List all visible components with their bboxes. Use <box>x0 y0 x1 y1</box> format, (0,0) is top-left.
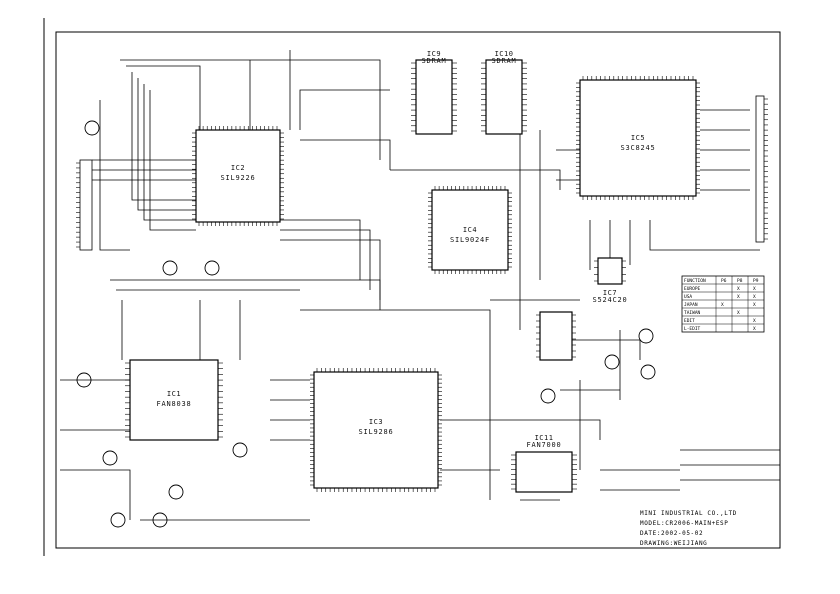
function-table-cell: EUROPE <box>684 286 701 292</box>
ic10-name: IC10 <box>495 50 514 58</box>
ic2-chip: IC2 SIL9226 <box>195 129 281 223</box>
ic4-chip: IC4 SIL9024F <box>431 189 509 271</box>
ic11-name: IC11 <box>535 434 554 442</box>
ic1-part: FAN8038 <box>156 400 191 408</box>
function-table-cell: USA <box>684 294 692 300</box>
function-table-cell: TAIWAN <box>684 310 701 316</box>
function-table-cell: X <box>753 294 756 300</box>
transistor-symbols <box>76 120 656 528</box>
right-edge-connector <box>755 95 765 243</box>
ic-connector-chip <box>539 311 573 361</box>
function-table-cell: L-EDIT <box>684 326 701 332</box>
ic9-part: SDRAM <box>421 57 446 65</box>
title-model: MODEL:CR2006-MAIN+ESP <box>640 520 728 527</box>
title-date: DATE:2002-05-02 <box>640 530 703 537</box>
ic3-part: SIL9286 <box>358 428 393 436</box>
ic1-chip: IC1 FAN8038 <box>129 359 219 441</box>
function-table-cell: X <box>737 286 740 292</box>
function-table-cell: X <box>753 302 756 308</box>
function-table-header-cell: P8 <box>737 278 743 284</box>
ic9-chip: IC9 SDRAM <box>415 50 453 135</box>
ic7-name: IC7 <box>603 289 617 297</box>
ic5-chip: IC5 S3C8245 <box>579 79 697 197</box>
ic11-part: FAN7000 <box>526 441 561 449</box>
ic3-chip: IC3 SIL9286 <box>313 371 439 489</box>
ic2-name: IC2 <box>231 164 245 172</box>
function-table-header-cell: P9 <box>753 278 759 284</box>
ic7-chip: IC7 S524C20 <box>592 257 627 304</box>
circuit-traces <box>60 50 780 521</box>
title-block: MINI INDUSTRIAL CO.,LTD MODEL:CR2006-MAI… <box>640 510 737 547</box>
function-table-cell: X <box>721 302 724 308</box>
function-table-header-cell: FUNCTION <box>684 278 706 284</box>
ic5-part: S3C8245 <box>620 144 655 152</box>
ic10-part: SDRAM <box>491 57 516 65</box>
ic3-name: IC3 <box>369 418 383 426</box>
ic2-part: SIL9226 <box>220 174 255 182</box>
ic4-part: SIL9024F <box>450 236 490 244</box>
function-table-cell: JAPAN <box>684 302 698 308</box>
ic10-chip: IC10 SDRAM <box>485 50 523 135</box>
function-table-cell: X <box>737 294 740 300</box>
ic7-part: S524C20 <box>592 296 627 304</box>
function-table-cell: X <box>753 326 756 332</box>
function-table-header-cell: P6 <box>721 278 727 284</box>
ic5-name: IC5 <box>631 134 645 142</box>
function-table-cell: X <box>753 318 756 324</box>
ic11-chip: IC11 FAN7000 <box>515 434 573 493</box>
function-table-cell: X <box>737 310 740 316</box>
title-drawing: DRAWING:WEIJIANG <box>640 540 707 547</box>
page-frame <box>43 18 781 556</box>
function-table-cell: X <box>753 286 756 292</box>
ic9-name: IC9 <box>427 50 441 58</box>
function-table-cell: EDIT <box>684 318 695 324</box>
left-edge-connector <box>79 159 93 251</box>
ic4-name: IC4 <box>463 226 477 234</box>
ic1-name: IC1 <box>167 390 181 398</box>
ic-pin-leads <box>76 62 768 492</box>
title-company: MINI INDUSTRIAL CO.,LTD <box>640 510 737 517</box>
